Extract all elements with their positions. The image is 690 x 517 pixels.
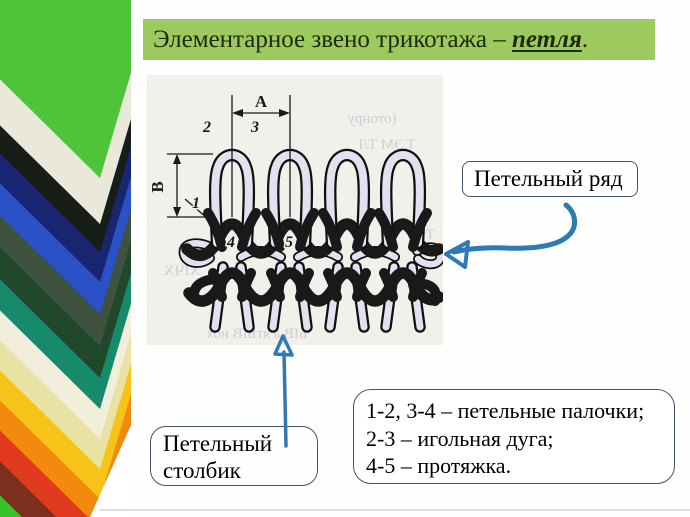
page-title: Элементарное звено трикотажа – петля.	[153, 26, 588, 54]
title-suffix: .	[581, 25, 589, 53]
yarn-interlock-overlaps	[203, 208, 432, 302]
legend-line: 1-2, 3-4 – петельные палочки;	[366, 398, 645, 423]
label-5: 5	[285, 234, 293, 251]
legend-line: 4-5 – протяжка.	[366, 453, 512, 478]
knit-diagram: (отонру Т.ЭМ ТЛ ХІЧХ ТУ ЬІВ а ятЬІВ нох	[147, 75, 443, 345]
loop-row-callout-box: Петельный ряд	[462, 161, 638, 197]
paper-sheet	[0, 488, 131, 517]
label-1: 1	[192, 195, 200, 212]
slide-bottom-edge	[100, 509, 690, 511]
dimension-lines: A B 2 3 1 4 5	[148, 92, 295, 253]
title-highlight: петля	[512, 25, 582, 53]
ghost-fragment: ЬІВ а ятЬІВ нох	[206, 326, 308, 342]
curved-arrow	[444, 202, 577, 269]
loop-column-callout-box: Петельный столбик	[150, 426, 318, 486]
legend-box: 1-2, 3-4 – петельные палочки; 2-3 – игол…	[353, 389, 675, 484]
loop-column-label-line1: Петельный	[163, 431, 273, 456]
label-4: 4	[226, 234, 235, 251]
label-2: 2	[202, 119, 211, 136]
label-B: B	[148, 181, 167, 192]
label-3: 3	[250, 119, 259, 136]
title-bar: Элементарное звено трикотажа – петля.	[143, 19, 655, 60]
label-A: A	[255, 92, 268, 111]
dark-yarn-upper-course	[181, 218, 443, 262]
paper-stack-decoration	[0, 0, 131, 517]
paper-sheet	[0, 454, 131, 517]
loop-column-label-line2: столбик	[163, 458, 241, 483]
legend-line: 2-3 – игольная дуга;	[366, 425, 554, 451]
title-prefix: Элементарное звено трикотажа –	[153, 25, 513, 53]
loop-row-label: Петельный ряд	[474, 166, 623, 191]
knit-diagram-svg: (отонру Т.ЭМ ТЛ ХІЧХ ТУ ЬІВ а ятЬІВ нох	[147, 75, 443, 345]
strip-bottom-cut	[90, 425, 131, 517]
curved-arrowhead	[444, 240, 470, 269]
ghost-fragment: (отонру	[347, 111, 396, 127]
